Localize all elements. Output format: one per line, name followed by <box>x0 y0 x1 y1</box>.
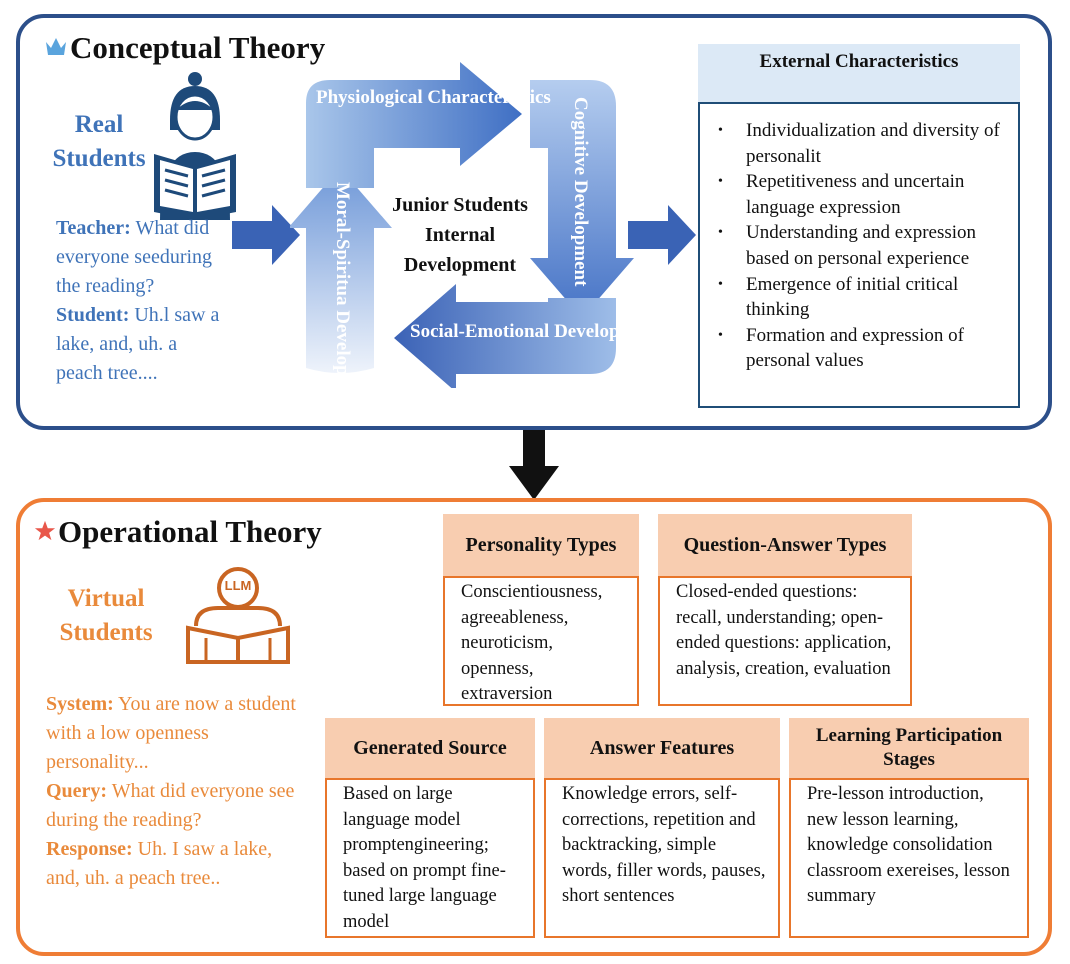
down-arrow-icon <box>509 430 559 500</box>
teacher-label: Teacher: <box>56 217 131 239</box>
moral-spiritual-label: Moral-Spiritua Development <box>332 182 353 417</box>
external-item: •Individualization and diversity of pers… <box>718 120 1000 167</box>
real-dialogue: Teacher: What did everyone seeduring the… <box>56 214 226 388</box>
teacher-text: What did everyone seeduring the reading? <box>56 217 213 297</box>
external-item: •Repetitiveness and uncertain language e… <box>718 171 965 218</box>
question-answer-types-heading: Question-Answer Types <box>658 514 912 576</box>
virtual-students-label: Virtual Students <box>59 585 153 646</box>
student-reading-icon <box>154 72 236 220</box>
operational-theory-panel <box>16 498 1052 956</box>
answer-features-heading: Answer Features <box>544 718 780 778</box>
star-icon <box>34 520 56 541</box>
development-cycle-diagram <box>290 62 634 388</box>
operational-theory-title: Operational Theory <box>58 514 322 549</box>
llm-reader-icon <box>186 567 290 664</box>
generated-source-box: Based on large language model promptengi… <box>325 778 535 938</box>
generated-source-heading: Generated Source <box>325 718 535 778</box>
social-emotional-label: Social-Emotional Development <box>410 321 661 342</box>
right-arrow-icon <box>628 205 696 265</box>
external-item: •Understanding and expression based on p… <box>718 222 977 269</box>
query-label: Query: <box>46 780 108 802</box>
internal-development-label: Junior Students Internal Development <box>392 194 528 276</box>
physiological-label: Physiological Characteristics <box>316 87 551 108</box>
student-text: Uh.l saw a lake, and, uh. a peach tree..… <box>56 304 220 384</box>
conceptual-theory-panel <box>16 14 1052 430</box>
learning-stages-box: Pre-lesson introduction, new lesson lear… <box>789 778 1029 938</box>
system-text: You are now a student with a low opennes… <box>46 693 296 773</box>
crown-icon <box>46 38 66 55</box>
external-item: •Emergence of initial critical thinking <box>718 273 959 321</box>
response-label: Response: <box>46 838 133 860</box>
personality-types-heading: Personality Types <box>443 514 639 576</box>
question-answer-types-box: Closed-ended questions: recall, understa… <box>658 576 912 706</box>
virtual-dialogue: System: You are now a student with a low… <box>46 690 296 893</box>
external-characteristics-box: •Individualization and diversity of pers… <box>698 102 1020 408</box>
system-label: System: <box>46 693 114 715</box>
llm-badge: LLM <box>224 578 252 593</box>
query-text: What did everyone see during the reading… <box>46 780 295 831</box>
personality-types-box: Conscientiousness, agreeableness, neurot… <box>443 576 639 706</box>
real-students-label: Real Students <box>52 111 146 172</box>
right-arrow-icon <box>232 205 300 265</box>
external-characteristics-list: •Individualization and diversity of pers… <box>700 118 1018 374</box>
answer-features-box: Knowledge errors, self-corrections, repe… <box>544 778 780 938</box>
student-label: Student: <box>56 304 130 326</box>
conceptual-theory-title: Conceptual Theory <box>70 30 326 65</box>
external-item: •Formation and expression of personal va… <box>718 324 964 372</box>
learning-stages-heading: Learning Participation Stages <box>789 718 1029 778</box>
cognitive-label: Cognitive Development <box>570 97 591 287</box>
external-characteristics-heading: External Characteristics <box>698 44 1020 102</box>
response-text: Uh. I saw a lake, and, uh. a peach tree.… <box>46 838 273 889</box>
